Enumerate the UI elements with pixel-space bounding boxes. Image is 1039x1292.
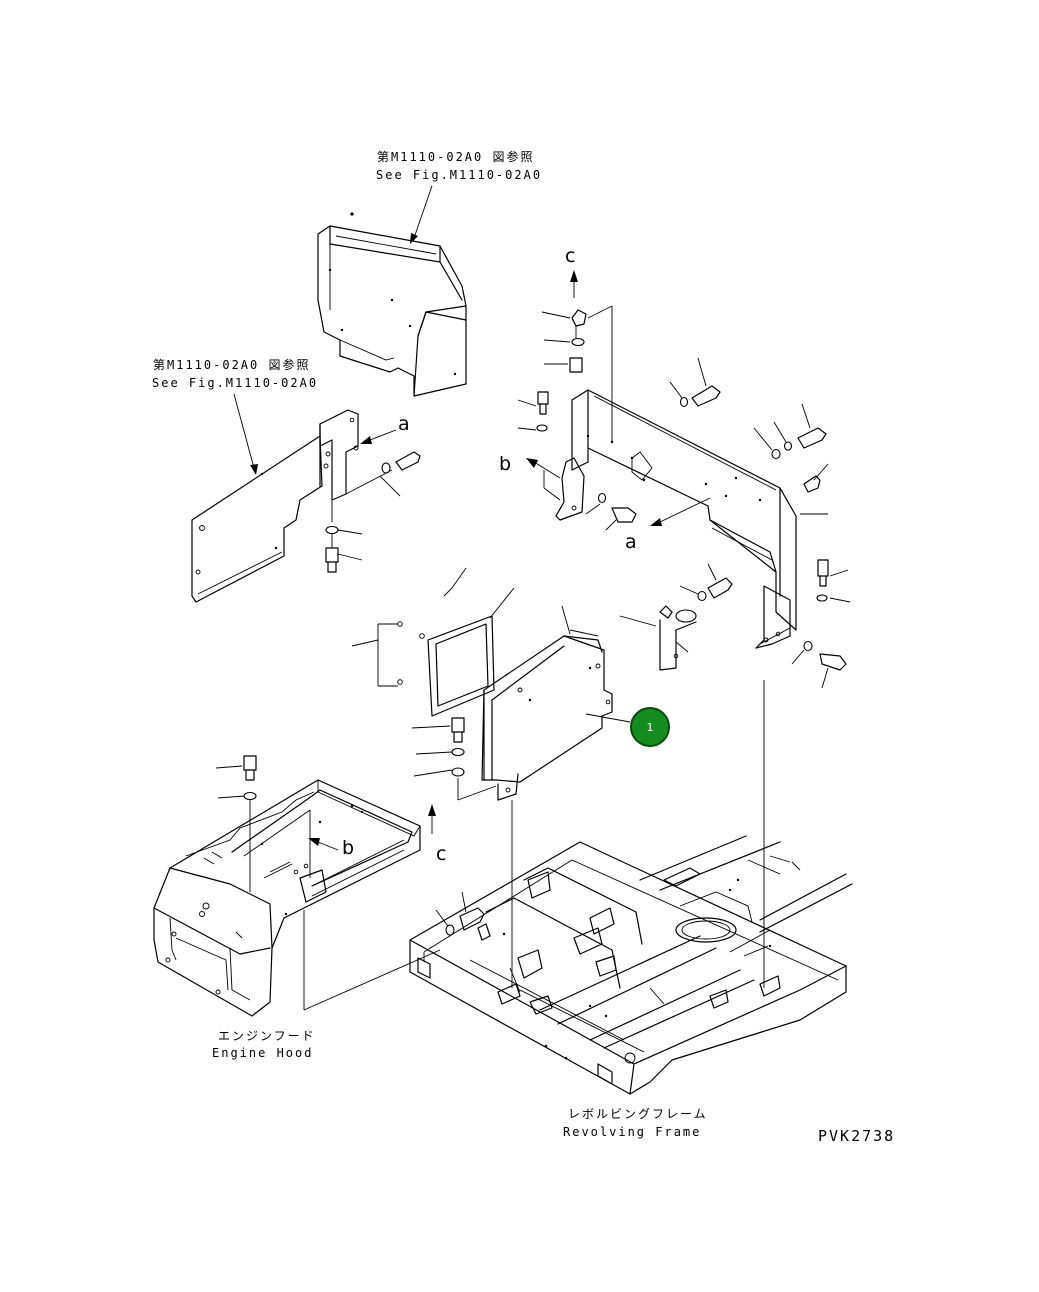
view-c-label-top: c bbox=[565, 245, 575, 267]
left-reference-callout: 第M1110-02A0 図参照 See Fig.M1110-02A0 bbox=[152, 357, 318, 475]
top-reference-callout: 第M1110-02A0 図参照 See Fig.M1110-02A0 bbox=[376, 149, 542, 244]
badge-circle[interactable] bbox=[630, 707, 670, 747]
view-b-label-left: b bbox=[342, 837, 354, 859]
engine-hood-label-jp: エンジンフード bbox=[218, 1029, 316, 1043]
part-number-badge-1[interactable]: 1 bbox=[630, 707, 670, 747]
left-partition-panel: a bbox=[191, 409, 421, 603]
upper-hood-cover bbox=[317, 212, 467, 397]
view-c-label-bottom: c bbox=[436, 843, 446, 865]
top-reference-jp: 第M1110-02A0 図参照 bbox=[377, 149, 534, 164]
engine-hood-label-en: Engine Hood bbox=[212, 1046, 313, 1060]
engine-hood-assembly: b c エンジンフード Engine Hood bbox=[153, 755, 446, 1060]
middle-access-panel bbox=[351, 567, 631, 988]
view-b-label-right: b bbox=[499, 453, 511, 475]
left-reference-en: See Fig.M1110-02A0 bbox=[152, 376, 318, 390]
drawing-code: PVK2738 bbox=[818, 1127, 895, 1145]
revolving-frame-assembly: レボルビングフレーム Revolving Frame bbox=[409, 835, 853, 1139]
left-reference-jp: 第M1110-02A0 図参照 bbox=[153, 357, 310, 372]
view-a-label-upper: a bbox=[398, 413, 410, 435]
badge-number[interactable]: 1 bbox=[647, 721, 654, 734]
view-a-label-right: a bbox=[625, 531, 637, 553]
right-upper-bulkhead: c b bbox=[499, 245, 851, 988]
revolving-frame-label-en: Revolving Frame bbox=[563, 1125, 701, 1139]
revolving-frame-label-jp: レボルビングフレーム bbox=[568, 1107, 708, 1121]
top-reference-en: See Fig.M1110-02A0 bbox=[376, 168, 542, 182]
